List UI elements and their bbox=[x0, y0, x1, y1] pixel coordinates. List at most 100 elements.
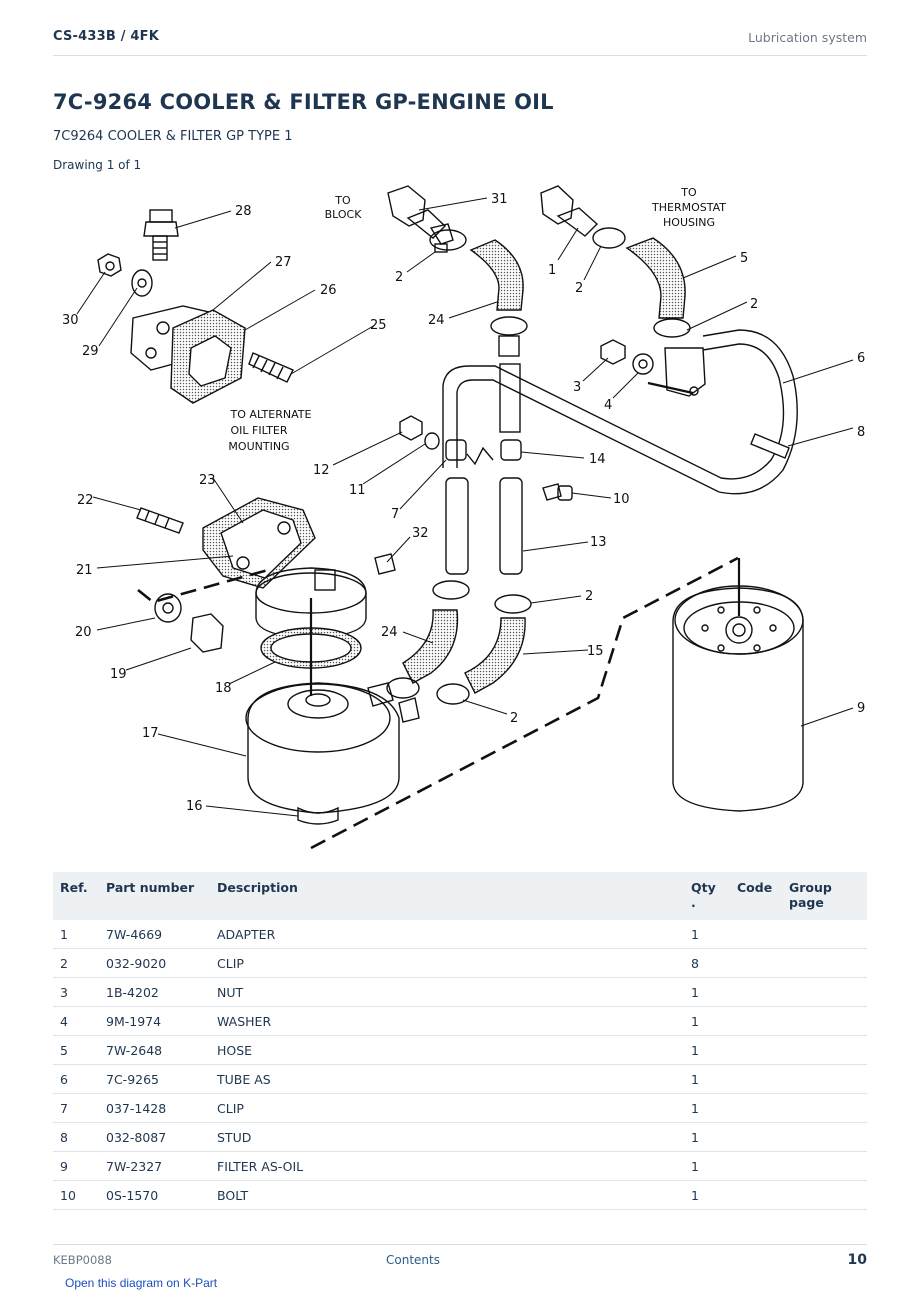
code-cell bbox=[730, 1035, 782, 1065]
description-cell: WASHER bbox=[210, 1006, 684, 1036]
callout-24-a: 24 bbox=[428, 313, 445, 328]
callout-1: 1 bbox=[548, 263, 556, 278]
ref-cell: 9 bbox=[53, 1151, 99, 1181]
document-id: KEBP0088 bbox=[53, 1253, 112, 1267]
page-title: 7C-9264 COOLER & FILTER GP-ENGINE OIL bbox=[53, 90, 554, 114]
description-cell: HOSE bbox=[210, 1035, 684, 1065]
callout-8: 8 bbox=[857, 425, 865, 440]
group-page-cell bbox=[782, 948, 867, 978]
ref-cell: 8 bbox=[53, 1122, 99, 1152]
callout-20: 20 bbox=[75, 625, 92, 640]
callout-13: 13 bbox=[590, 535, 607, 550]
callout-2-a: 2 bbox=[395, 270, 403, 285]
description-cell: ADAPTER bbox=[210, 920, 684, 949]
callout-17: 17 bbox=[142, 726, 159, 741]
open-in-kpart-link[interactable]: Open this diagram on K-Part bbox=[65, 1276, 218, 1290]
part-number-cell: 7C-9265 bbox=[99, 1064, 210, 1094]
header-code: Code bbox=[730, 872, 782, 920]
callout-11: 11 bbox=[349, 483, 366, 498]
code-cell bbox=[730, 1093, 782, 1123]
caption-to-alternate-2: OIL FILTER bbox=[230, 424, 287, 437]
callout-30: 30 bbox=[62, 313, 79, 328]
part-number-cell: 0S-1570 bbox=[99, 1180, 210, 1210]
group-page-cell bbox=[782, 1151, 867, 1181]
description-cell: STUD bbox=[210, 1122, 684, 1152]
group-page-cell bbox=[782, 1093, 867, 1123]
callout-4: 4 bbox=[604, 398, 612, 413]
diagram-svg: TO BLOCK TO THERMOSTAT HOUSING TO ALTERN… bbox=[62, 185, 865, 850]
callout-28: 28 bbox=[235, 204, 252, 219]
caption-to-alternate-1: TO ALTERNATE bbox=[230, 408, 312, 421]
part-number-cell: 032-9020 bbox=[99, 948, 210, 978]
part-number-cell: 1B-4202 bbox=[99, 977, 210, 1007]
page-number: 10 bbox=[847, 1252, 867, 1268]
qty-cell: 1 bbox=[684, 1122, 730, 1152]
callout-26: 26 bbox=[320, 283, 337, 298]
qty-cell: 1 bbox=[684, 977, 730, 1007]
callout-24-b: 24 bbox=[381, 625, 398, 640]
code-cell bbox=[730, 1151, 782, 1181]
qty-cell: 1 bbox=[684, 1180, 730, 1210]
description-cell: BOLT bbox=[210, 1180, 684, 1210]
code-cell bbox=[730, 1180, 782, 1210]
code-cell bbox=[730, 1122, 782, 1152]
table-header-row: Ref. Part number Description Qty . Code … bbox=[53, 872, 867, 920]
page-subtitle: 7C9264 COOLER & FILTER GP TYPE 1 bbox=[53, 129, 293, 144]
caption-to-block-2: BLOCK bbox=[325, 208, 363, 221]
document-code: CS-433B / 4FK bbox=[53, 29, 159, 44]
callout-3: 3 bbox=[573, 380, 581, 395]
callout-23: 23 bbox=[199, 473, 216, 488]
description-cell: NUT bbox=[210, 977, 684, 1007]
part-number-cell: 7W-2327 bbox=[99, 1151, 210, 1181]
ref-cell: 7 bbox=[53, 1093, 99, 1123]
ref-cell: 6 bbox=[53, 1064, 99, 1094]
group-page-cell bbox=[782, 1180, 867, 1210]
caption-to-thermostat-3: HOUSING bbox=[663, 216, 715, 229]
header-divider bbox=[53, 55, 867, 56]
callout-9: 9 bbox=[857, 701, 865, 716]
part-number-cell: 037-1428 bbox=[99, 1093, 210, 1123]
ref-cell: 3 bbox=[53, 977, 99, 1007]
ref-cell: 5 bbox=[53, 1035, 99, 1065]
code-cell bbox=[730, 1064, 782, 1094]
callout-19: 19 bbox=[110, 667, 127, 682]
header-description: Description bbox=[210, 872, 684, 920]
description-cell: CLIP bbox=[210, 1093, 684, 1123]
parts-table: Ref. Part number Description Qty . Code … bbox=[53, 872, 867, 1210]
description-cell: TUBE AS bbox=[210, 1064, 684, 1094]
callout-16: 16 bbox=[186, 799, 203, 814]
callout-15: 15 bbox=[587, 644, 604, 659]
group-page-cell bbox=[782, 977, 867, 1007]
callout-2-b: 2 bbox=[575, 281, 583, 296]
qty-cell: 1 bbox=[684, 1064, 730, 1094]
callout-22: 22 bbox=[77, 493, 94, 508]
qty-cell: 1 bbox=[684, 1035, 730, 1065]
qty-cell: 8 bbox=[684, 948, 730, 978]
caption-to-alternate-3: MOUNTING bbox=[228, 440, 289, 453]
qty-cell: 1 bbox=[684, 1006, 730, 1036]
description-cell: CLIP bbox=[210, 948, 684, 978]
footer-divider bbox=[53, 1244, 867, 1245]
header-qty: Qty . bbox=[684, 872, 730, 920]
contents-link[interactable]: Contents bbox=[386, 1253, 440, 1267]
callout-32: 32 bbox=[412, 526, 429, 541]
callout-2-e: 2 bbox=[510, 711, 518, 726]
description-cell: FILTER AS-OIL bbox=[210, 1151, 684, 1181]
callout-27: 27 bbox=[275, 255, 292, 270]
exploded-parts-diagram: TO BLOCK TO THERMOSTAT HOUSING TO ALTERN… bbox=[53, 178, 867, 858]
header-group-page: Group page bbox=[782, 872, 867, 920]
callout-21: 21 bbox=[76, 563, 93, 578]
callout-14: 14 bbox=[589, 452, 606, 467]
part-number-cell: 7W-4669 bbox=[99, 920, 210, 949]
ref-cell: 10 bbox=[53, 1180, 99, 1210]
caption-to-block-1: TO bbox=[334, 194, 351, 207]
callout-12: 12 bbox=[313, 463, 330, 478]
